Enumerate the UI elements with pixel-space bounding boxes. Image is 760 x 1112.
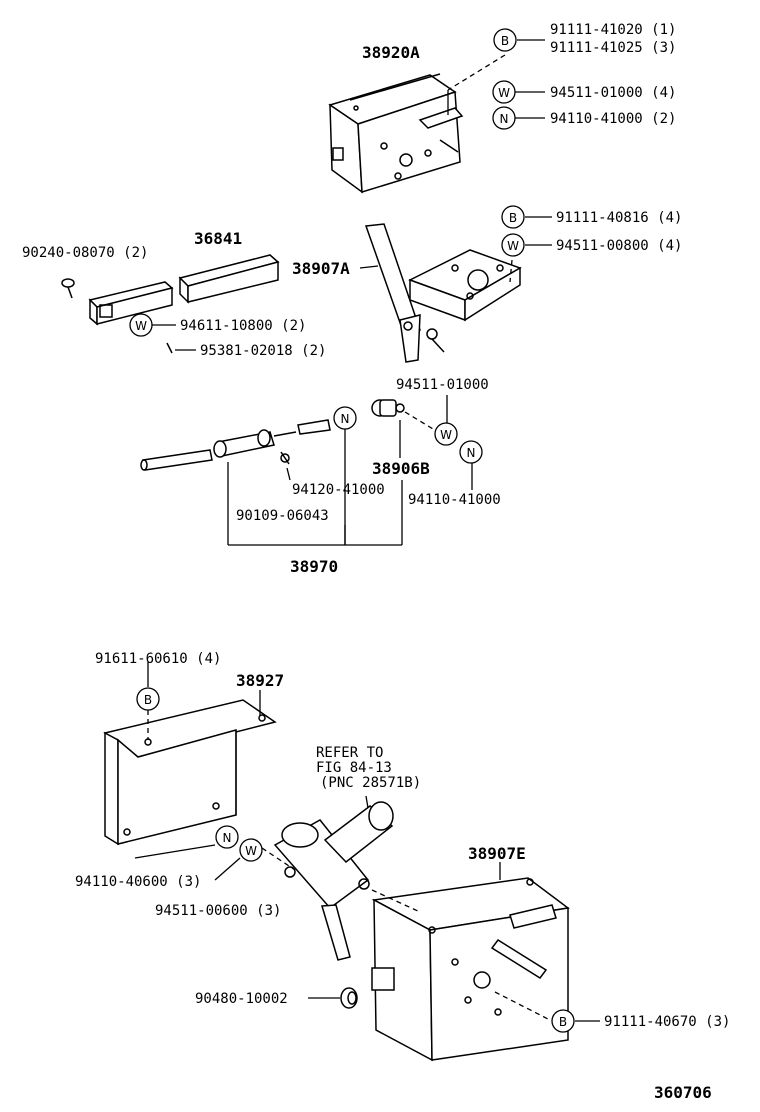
- badge-w-1: W: [492, 80, 516, 104]
- label-36841: 36841: [194, 229, 242, 248]
- label-part-p3: 94511-01000 (4): [550, 85, 676, 101]
- svg-text:N: N: [500, 112, 509, 126]
- label-38907a: 38907A: [292, 259, 350, 278]
- badge-n-4: N: [215, 825, 239, 849]
- label-part-p8: 94611-10800 (2): [180, 318, 306, 334]
- svg-text:B: B: [144, 693, 152, 707]
- label-part-p13: 90109-06043: [236, 508, 329, 524]
- svg-text:N: N: [341, 412, 350, 426]
- label-part-p2: 91111-41025 (3): [550, 40, 676, 56]
- part-38920a-drawing: [328, 73, 464, 194]
- badge-n-1: N: [492, 106, 516, 130]
- label-part-p9: 95381-02018 (2): [200, 343, 326, 359]
- label-38920a: 38920A: [362, 43, 420, 62]
- badge-w-2: W: [501, 233, 525, 257]
- svg-text:W: W: [440, 428, 452, 442]
- svg-text:B: B: [559, 1015, 567, 1029]
- label-part-p4: 94110-41000 (2): [550, 111, 676, 127]
- svg-text:N: N: [223, 831, 232, 845]
- label-part-p17: 90480-10002: [195, 991, 288, 1007]
- refer-note-line1: REFER TO: [316, 745, 383, 761]
- part-38927-drawing: [103, 699, 277, 846]
- part-38907a-drawing: [364, 223, 522, 363]
- label-part-p7: 90240-08070 (2): [22, 245, 148, 261]
- motor-drawing: [273, 801, 394, 961]
- svg-text:N: N: [467, 446, 476, 460]
- badge-w-5: W: [239, 838, 263, 862]
- svg-text:W: W: [507, 239, 519, 253]
- grommet-drawing: [340, 987, 358, 1009]
- badge-b-3: B: [136, 687, 160, 711]
- label-part-p5: 91111-40816 (4): [556, 210, 682, 226]
- badge-w-4: W: [434, 422, 458, 446]
- badge-b-4: B: [551, 1009, 575, 1033]
- svg-text:W: W: [245, 844, 257, 858]
- part-38907e-drawing: [371, 877, 570, 1062]
- label-part-p14: 91611-60610 (4): [95, 651, 221, 667]
- svg-text:W: W: [135, 319, 147, 333]
- svg-text:B: B: [509, 211, 517, 225]
- label-part-p10: 94511-01000: [396, 377, 489, 393]
- svg-text:B: B: [501, 34, 509, 48]
- badge-b-2: B: [501, 205, 525, 229]
- badge-b-1: B: [493, 28, 517, 52]
- badge-n-2: N: [333, 406, 357, 430]
- label-part-p1: 91111-41020 (1): [550, 22, 676, 38]
- svg-text:W: W: [498, 86, 510, 100]
- label-part-p16: 94511-00600 (3): [155, 903, 281, 919]
- label-38927: 38927: [236, 671, 284, 690]
- badge-w-3: W: [129, 313, 153, 337]
- label-part-p11: 94120-41000: [292, 482, 385, 498]
- badge-n-3: N: [459, 440, 483, 464]
- label-38906b: 38906B: [372, 459, 430, 478]
- refer-note-line3: (PNC 28571B): [320, 775, 421, 791]
- leader-lines: [134, 39, 600, 1022]
- part-38970-drawing: [140, 399, 405, 471]
- refer-note-line2: FIG 84-13: [316, 760, 392, 776]
- label-part-p12: 94110-41000: [408, 492, 501, 508]
- label-part-p6: 94511-00800 (4): [556, 238, 682, 254]
- label-38970: 38970: [290, 557, 338, 576]
- label-part-p15: 94110-40600 (3): [75, 874, 201, 890]
- label-part-p18: 91111-40670 (3): [604, 1014, 730, 1030]
- label-38907e: 38907E: [468, 844, 526, 863]
- part-36841-drawing: [61, 254, 280, 354]
- figure-id: 360706: [654, 1083, 712, 1102]
